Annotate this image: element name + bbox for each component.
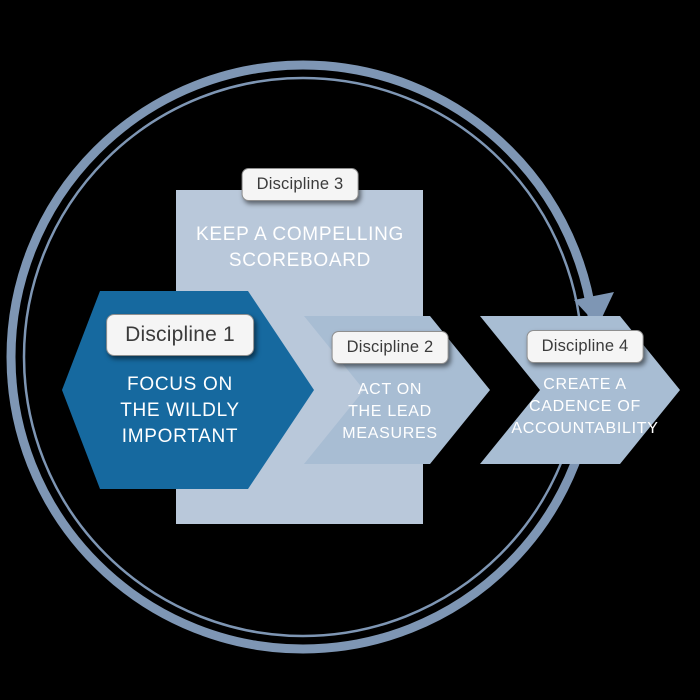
discipline-3-label: Discipline 3 xyxy=(241,168,359,201)
discipline-4-text: CREATE A CADENCE OF ACCOUNTABILITY xyxy=(511,376,659,438)
cycle-arrowhead-icon xyxy=(574,292,614,326)
discipline-3-text: KEEP A COMPELLING SCOREBOARD xyxy=(196,224,404,272)
discipline-1-text: FOCUS ON THE WILDLY IMPORTANT xyxy=(120,374,240,448)
discipline-4-label: Discipline 4 xyxy=(526,330,644,363)
discipline-2-text: ACT ON THE LEAD MEASURES xyxy=(342,381,438,443)
discipline-2-label: Discipline 2 xyxy=(331,331,449,364)
discipline-1-label: Discipline 1 xyxy=(106,314,254,356)
